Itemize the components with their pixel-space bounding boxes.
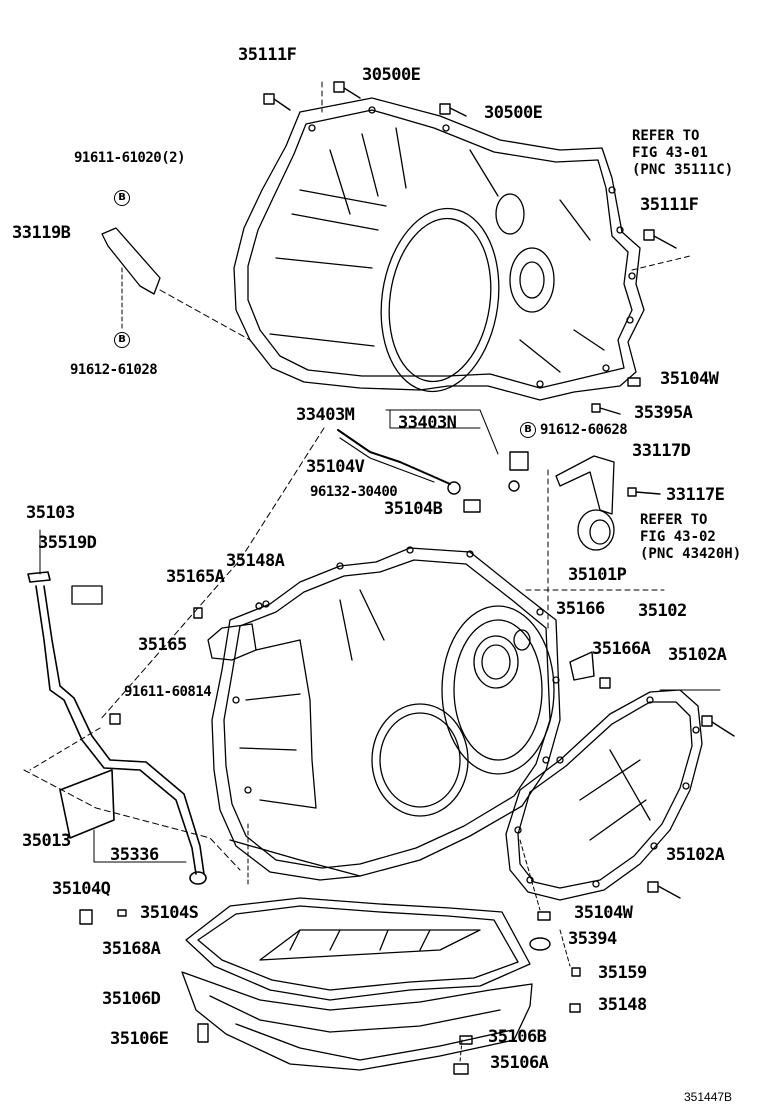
refer-line: (PNC 43420H) (640, 546, 742, 562)
marker-b-circle: B (520, 422, 536, 438)
part-label-30500e-top: 30500E (362, 65, 421, 85)
oil-pan (181, 929, 533, 1071)
part-label-35166a: 35166A (592, 639, 651, 659)
extension-housing (505, 689, 703, 901)
part-label-35102: 35102 (638, 601, 687, 621)
part-label-35104b: 35104B (384, 499, 443, 519)
refer-line: (PNC 35111C) (632, 162, 734, 178)
part-label-35111f-right: 35111F (640, 195, 699, 215)
refer-line: FIG 43-01 (632, 145, 708, 161)
part-label-33117d: 33117D (632, 441, 691, 461)
part-label-96132-30400: 96132-30400 (310, 484, 398, 500)
oil-pan-gasket (185, 897, 531, 1001)
part-label-33403m: 33403M (296, 405, 355, 425)
part-label-35394: 35394 (568, 929, 617, 949)
refer-note-fig-43-02[interactable]: REFER TO FIG 43-02 (PNC 43420H) (640, 512, 741, 563)
part-label-35336: 35336 (110, 845, 159, 865)
hose-35104v (337, 429, 451, 485)
part-label-91611-60814: 91611-60814 (124, 684, 212, 700)
part-label-35148: 35148 (598, 995, 647, 1015)
bracket-33117d (555, 455, 615, 515)
part-label-35101p: 35101P (568, 565, 627, 585)
part-label-35159: 35159 (598, 963, 647, 983)
marker-b-circle: B (114, 332, 130, 348)
part-label-35165a: 35165A (166, 567, 225, 587)
diagram-code: 351447B (684, 1090, 733, 1104)
part-label-33117e: 33117E (666, 485, 725, 505)
marker-b-circle: B (114, 190, 130, 206)
part-label-33403n: 33403N (398, 413, 457, 433)
dipstick-tube (27, 571, 207, 885)
part-label-35104w-bottom: 35104W (574, 903, 633, 923)
part-label-35103: 35103 (26, 503, 75, 523)
part-label-35106e: 35106E (110, 1029, 169, 1049)
transaxle-case-lower (211, 546, 561, 881)
plate-35165 (207, 623, 257, 661)
part-label-35165: 35165 (138, 635, 187, 655)
part-label-33119b: 33119B (12, 223, 71, 243)
bolts (79, 81, 735, 1075)
part-label-35519d: 35519D (38, 533, 97, 553)
part-label-35102a-lower: 35102A (666, 845, 725, 865)
part-label-35166: 35166 (556, 599, 605, 619)
part-label-35106b: 35106B (488, 1027, 547, 1047)
part-label-35104q: 35104Q (52, 879, 111, 899)
part-label-35013: 35013 (22, 831, 71, 851)
refer-line: FIG 43-02 (640, 529, 716, 545)
part-label-91611-61020: 91611-61020(2) (74, 150, 186, 166)
part-label-35111f-top: 35111F (238, 45, 297, 65)
part-label-35104w-top: 35104W (660, 369, 719, 389)
refer-line: REFER TO (640, 512, 708, 528)
part-label-35106d: 35106D (102, 989, 161, 1009)
refer-note-fig-43-01[interactable]: REFER TO FIG 43-01 (PNC 35111C) (632, 128, 733, 179)
refer-line: REFER TO (632, 128, 700, 144)
bracket-33119b (101, 227, 161, 295)
leader-lines (23, 81, 721, 1063)
part-label-35395a: 35395A (634, 403, 693, 423)
part-label-35104v: 35104V (306, 457, 365, 477)
oil-seal-35101p (577, 509, 615, 551)
part-label-35106a: 35106A (490, 1053, 549, 1073)
part-label-35102a-upper: 35102A (668, 645, 727, 665)
part-label-91612-61028: 91612-61028 (70, 362, 158, 378)
part-label-35104s: 35104S (140, 903, 199, 923)
part-label-35168a: 35168A (102, 939, 161, 959)
oil-filler-cap (71, 585, 103, 605)
part-label-35148a: 35148A (226, 551, 285, 571)
part-label-91612-60628: 91612-60628 (540, 422, 628, 438)
part-label-30500e-right: 30500E (484, 103, 543, 123)
transaxle-housing-upper (233, 97, 645, 401)
